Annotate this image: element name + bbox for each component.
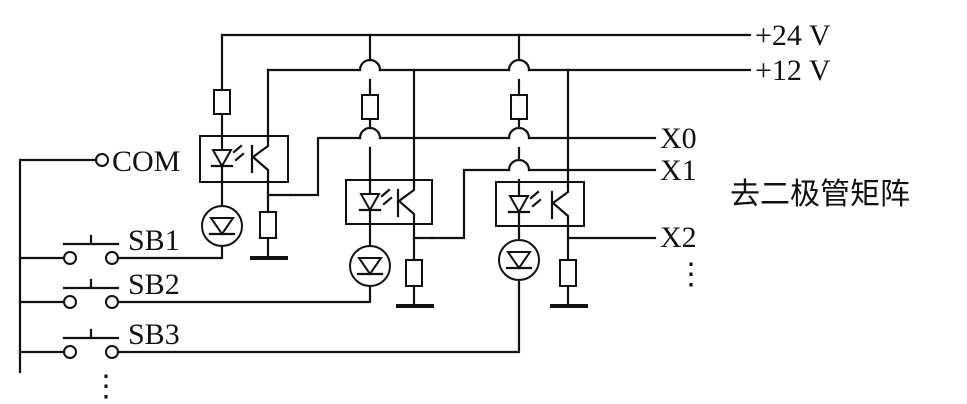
optocoupler-2: [345, 179, 433, 225]
channel-2: [116, 33, 434, 308]
phototransistor-icon: [396, 182, 416, 226]
phototransistor-icon: [550, 184, 570, 228]
continuation-dots-left: ⋮: [91, 370, 121, 403]
label-com: COM: [112, 145, 180, 178]
com-terminal: [95, 153, 109, 167]
led-icon: [507, 180, 542, 228]
label-24v: +24 V: [755, 19, 831, 52]
label-sb2: SB2: [128, 268, 180, 301]
diode-icon: [349, 245, 391, 287]
switch-sb1: [18, 234, 120, 265]
rail-12v: [266, 58, 752, 72]
label-12v: +12 V: [755, 54, 831, 87]
line-x0: [288, 126, 657, 197]
diode-icon: [498, 239, 540, 281]
led-icon: [210, 134, 245, 184]
switch-sb3: [18, 328, 120, 359]
channel-1: [116, 33, 292, 260]
optocoupler-3: [495, 181, 585, 227]
diode-icon: [201, 205, 243, 247]
label-sb3: SB3: [128, 318, 180, 351]
label-x2: X2: [660, 221, 697, 254]
label-x1: X1: [660, 154, 697, 187]
phototransistor-icon: [250, 138, 270, 184]
switch-sb2: [18, 278, 120, 309]
label-x0: X0: [660, 122, 697, 155]
caption: 去二极管矩阵: [730, 177, 910, 212]
optocoupler-1: [199, 135, 289, 183]
led-icon: [358, 178, 393, 226]
label-sb1: SB1: [128, 224, 180, 257]
channel-3: [116, 33, 588, 354]
continuation-dots-right: ⋮: [676, 258, 706, 291]
com-bus: [18, 153, 109, 374]
